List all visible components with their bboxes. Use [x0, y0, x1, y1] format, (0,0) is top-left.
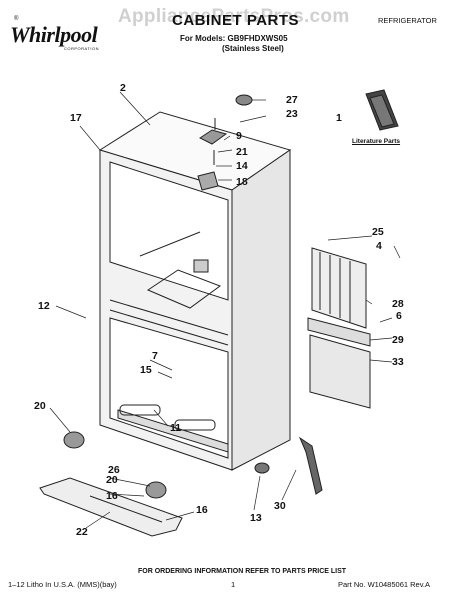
models-line: For Models: GB9FHDXWS05 — [180, 34, 288, 43]
callout-1: 1 — [336, 112, 342, 124]
finish-line: (Stainless Steel) — [222, 44, 284, 53]
callout-7: 7 — [152, 350, 158, 362]
callout-12: 12 — [38, 300, 50, 312]
watermark: AppliancePartsPros.com — [118, 6, 350, 27]
brand-tagline: CORPORATION — [64, 46, 99, 51]
litho-info: 1–12 Litho In U.S.A. (MMS)(bay) — [8, 580, 117, 589]
callout-4: 4 — [376, 240, 382, 252]
brand-name: Whirlpool — [10, 22, 98, 47]
callout-27: 27 — [286, 94, 298, 106]
callout-33: 33 — [392, 356, 404, 368]
callout-16-right: 16 — [196, 504, 208, 516]
evaporator-cover — [311, 247, 367, 329]
callout-16-left: 16 — [106, 490, 118, 502]
brand-registered-mark: ® — [14, 16, 19, 22]
callout-15: 15 — [140, 364, 152, 376]
literature-book — [365, 89, 399, 131]
callout-17: 17 — [70, 112, 82, 124]
page-number: 1 — [231, 580, 236, 589]
category-label: REFRIGERATOR — [378, 16, 437, 25]
callout-18: 18 — [236, 176, 248, 188]
whirlpool-logo: ® Whirlpool CORPORATION — [6, 14, 102, 51]
base-grille — [39, 477, 183, 537]
ordering-note: FOR ORDERING INFORMATION REFER TO PARTS … — [138, 568, 347, 575]
callout-28: 28 — [392, 298, 404, 310]
cabinet-body — [98, 111, 292, 471]
callout-26: 26 — [108, 464, 120, 476]
callout-21: 21 — [236, 146, 248, 158]
top-hinge — [197, 94, 253, 191]
callout-23: 23 — [286, 108, 298, 120]
callout-11: 11 — [170, 422, 182, 434]
callout-20-mid: 20 — [106, 474, 118, 486]
part-number: Part No. W10485061 Rev.A — [338, 580, 430, 589]
kick-panels — [307, 317, 371, 409]
callout-20-left: 20 — [34, 400, 46, 412]
callout-29: 29 — [392, 334, 404, 346]
literature-parts-label: Literature Parts — [352, 138, 401, 145]
page-title: CABINET PARTS — [172, 12, 300, 29]
callout-2: 2 — [120, 82, 126, 94]
leader-lines — [49, 91, 401, 529]
bottom-hinges — [63, 431, 323, 499]
callout-25: 25 — [372, 226, 384, 238]
callout-22: 22 — [76, 526, 88, 538]
callout-9: 9 — [236, 130, 242, 142]
callout-6: 6 — [396, 310, 402, 322]
callout-13: 13 — [250, 512, 262, 524]
callout-14: 14 — [236, 160, 248, 172]
callout-30: 30 — [274, 500, 286, 512]
